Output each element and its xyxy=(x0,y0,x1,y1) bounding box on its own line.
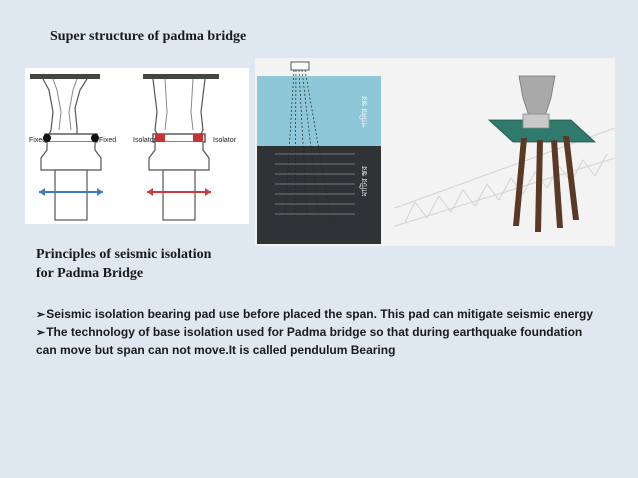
fixed-pier-inner-left xyxy=(52,78,62,131)
fixed-pier-column xyxy=(54,169,88,221)
fixed-pier: Fixed Fixed xyxy=(29,74,116,221)
pile-3 xyxy=(298,69,308,219)
pile-4 xyxy=(301,69,320,219)
pendulum-bearing-model xyxy=(487,75,597,232)
isolator-pad-right xyxy=(193,134,203,142)
bullet-arrow-icon: ➢ xyxy=(36,327,46,339)
bullet-text: Seismic isolation bearing pad use before… xyxy=(46,307,594,321)
isolation-comparison-svg: Fixed Fixed Isolator Isolator xyxy=(29,74,237,221)
bullet-text: The technology of base isolation used fo… xyxy=(36,325,583,357)
isolator-pier-column xyxy=(162,169,196,221)
fixed-pier-outline xyxy=(42,78,88,141)
isolator-pier: Isolator Isolator xyxy=(133,74,237,221)
bearing-pile-3 xyxy=(551,140,563,228)
soil-layer-label: মাটির স্তর xyxy=(359,165,369,197)
pile-foundation-svg: পানির স্তর মাটির স্তর xyxy=(255,58,616,246)
slide-title: Super structure of padma bridge xyxy=(50,29,247,44)
fixed-label-right: Fixed xyxy=(99,137,116,144)
water-layer xyxy=(257,76,381,146)
isolator-pier-cap xyxy=(148,142,210,171)
isolation-comparison-figure: Fixed Fixed Isolator Isolator xyxy=(25,68,249,224)
isolator-pier-inner-right xyxy=(190,78,194,131)
bullet-item: ➢Seismic isolation bearing pad use befor… xyxy=(36,306,606,324)
pile-lines xyxy=(284,69,332,219)
soil-strata-lines xyxy=(275,153,355,215)
fixed-arrow-head-right xyxy=(97,188,103,196)
isolator-pier-inner-left xyxy=(164,78,168,131)
water-layer-label: পানির স্তর xyxy=(360,95,369,127)
fixed-joint-right xyxy=(91,134,99,142)
pile-cap xyxy=(290,61,310,71)
pile-2 xyxy=(294,69,297,219)
isolator-label-right: Isolator xyxy=(213,137,237,144)
isolator-pier-left xyxy=(152,78,158,135)
fixed-label-left: Fixed xyxy=(29,137,46,144)
fixed-pier-cap xyxy=(40,142,102,171)
bullet-list: ➢Seismic isolation bearing pad use befor… xyxy=(36,306,606,359)
bearing-piles xyxy=(513,136,579,232)
section-subtitle: Principles of seismic isolation for Padm… xyxy=(36,245,266,283)
fixed-arrow-head-left xyxy=(39,188,45,196)
bullet-item: ➢The technology of base isolation used f… xyxy=(36,324,606,359)
bullet-arrow-icon: ➢ xyxy=(36,309,46,321)
isolator-label-left: Isolator xyxy=(133,137,157,144)
isolator-arrow-head-right xyxy=(205,188,211,196)
subtitle-line-1: Principles of seismic isolation xyxy=(36,247,212,262)
fixed-pier-inner-right xyxy=(68,78,78,131)
isolator-pier-right xyxy=(200,78,206,135)
fixed-joint-left xyxy=(43,134,51,142)
pile-5 xyxy=(304,69,332,219)
fixed-deck xyxy=(30,74,100,79)
isolator-arrow-head-left xyxy=(147,188,153,196)
soil-layer xyxy=(257,146,381,244)
pile-1 xyxy=(284,69,295,219)
isolator-pad-left xyxy=(155,134,165,142)
bearing-block xyxy=(522,113,550,129)
fixed-beam xyxy=(44,133,98,143)
bearing-pile-2 xyxy=(535,140,543,232)
isolator-deck xyxy=(143,74,219,79)
bearing-pile-4 xyxy=(563,136,579,220)
bearing-pile-1 xyxy=(513,138,527,226)
pile-foundation-figure: পানির স্তর মাটির স্তর xyxy=(255,58,616,246)
subtitle-line-2: for Padma Bridge xyxy=(36,266,144,281)
